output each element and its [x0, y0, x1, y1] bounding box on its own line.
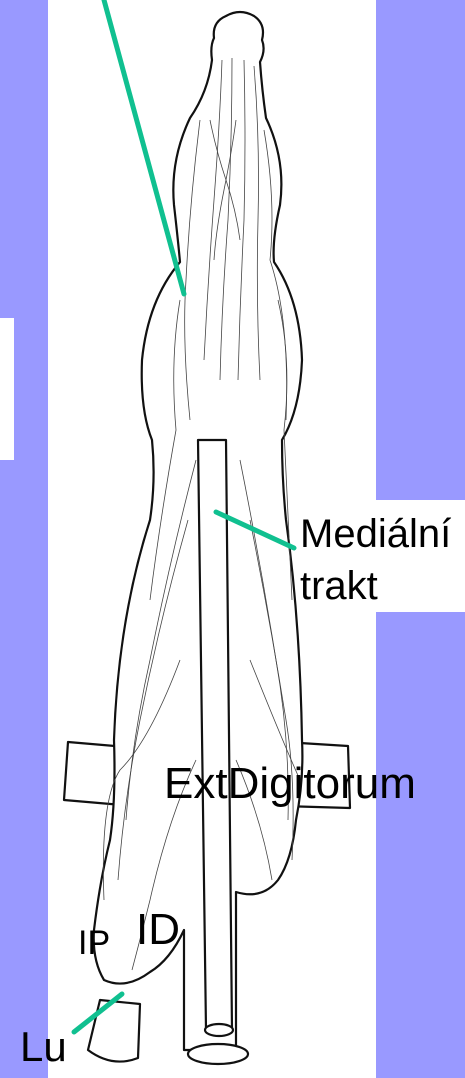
leader-line-top [104, 0, 184, 294]
label-lu: Lu [20, 1024, 67, 1070]
label-id: ID [136, 906, 180, 954]
label-medialni: Mediální [300, 512, 451, 556]
finger-outline [94, 12, 303, 1050]
lumbrical-stub [88, 1000, 140, 1062]
label-trakt: trakt [300, 564, 378, 608]
label-ext-digitorum: ExtDigitorum [164, 760, 416, 808]
central-tendon-cut-end [205, 1024, 233, 1036]
tendon-cut-end [188, 1044, 248, 1064]
label-ip: IP [78, 924, 110, 962]
